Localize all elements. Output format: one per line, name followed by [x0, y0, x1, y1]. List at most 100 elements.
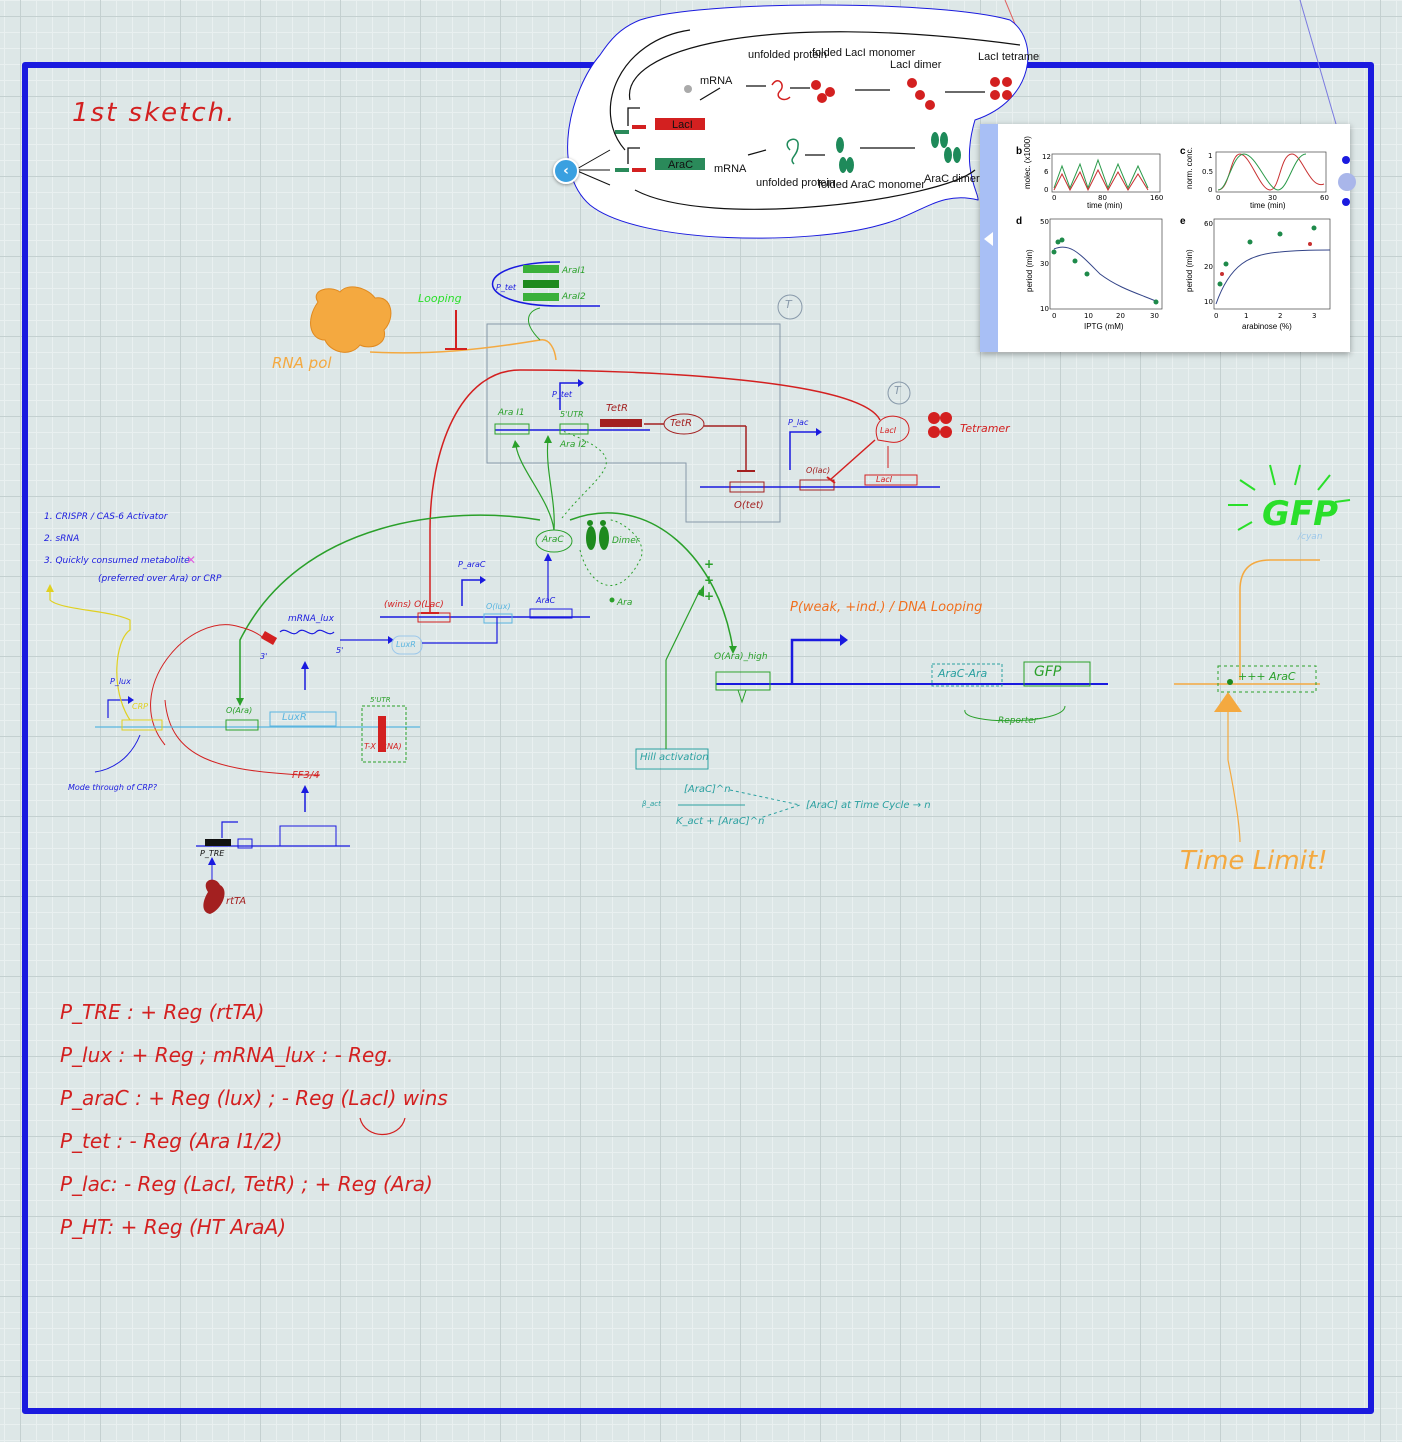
laci-protein-label: LacI [880, 426, 897, 435]
panel-c-ytick-1: 1 [1208, 152, 1212, 160]
panel-e-ytick-10: 10 [1204, 298, 1213, 306]
panel-arrow-icon[interactable] [984, 232, 993, 246]
plux-label: P_lux [110, 677, 131, 686]
arac-ara-label: AraC-Ara [938, 667, 988, 680]
panel-b-xtick-160: 160 [1150, 194, 1163, 202]
ptet-mid-label: P_tet [552, 390, 573, 399]
note-line-4: P_tet : - Reg (Ara I1/2) [60, 1129, 283, 1153]
panel-e-ytick-60: 60 [1204, 220, 1213, 228]
plus-marks: + + + [704, 557, 715, 603]
embedded-plot-panel[interactable]: b molec. (x1000) 12 6 0 0 80 160 time (m… [980, 124, 1350, 352]
parac-label: P_araC [458, 560, 486, 569]
formula-note: [AraC] at Time Cycle → n [806, 800, 931, 811]
list-item-2: 2. sRNA [44, 534, 80, 544]
panel-e-xtick-3: 3 [1312, 312, 1316, 320]
label-mrna-top: mRNA [700, 75, 733, 87]
selection-handle-top[interactable] [1342, 156, 1350, 164]
panel-e-ylabel: period (min) [1185, 249, 1194, 292]
label-laci-gene: LacI [672, 119, 693, 131]
panel-d-ylabel: period (min) [1025, 249, 1034, 292]
panel-c-xtick-60: 60 [1320, 194, 1329, 202]
arai2-top-label: AraI2 [562, 292, 586, 302]
panel-b-ytick-12: 12 [1042, 153, 1051, 161]
cyan-label: /cyan [1298, 532, 1323, 542]
list-item-3-sub: (preferred over Ara) or CRP [98, 574, 222, 584]
selection-handle-bottom[interactable] [1342, 198, 1350, 206]
note-line-5: P_lac: - Reg (LacI, TetR) ; + Reg (Ara) [60, 1172, 433, 1196]
resize-handle[interactable] [1338, 173, 1356, 191]
note-line-1: P_TRE : + Reg (rtTA) [60, 1000, 265, 1024]
label-folded-arac-monomer: folded AraC monomer [818, 179, 925, 191]
mrna-lux-label: mRNA_lux [288, 614, 334, 624]
tx-label: T-X (RNA) [364, 742, 402, 751]
panel-c-xtick-30: 30 [1268, 194, 1277, 202]
note-line-6: P_HT: + Reg (HT AraA) [60, 1215, 287, 1239]
utr5-box-label: 5'UTR [370, 696, 391, 704]
list-item-1: 1. CRISPR / CAS-6 Activator [44, 512, 168, 522]
oara-left-label: O(Ara) [226, 706, 253, 715]
ara-label: Ara [617, 598, 633, 608]
panel-e-xlabel: arabinose (%) [1242, 322, 1292, 331]
t-mark-right: T [894, 384, 901, 397]
arac-protein-label: AraC [542, 535, 564, 545]
panel-e-xtick-1: 1 [1244, 312, 1248, 320]
olac-right-label: O(lac) [806, 466, 831, 475]
rna-pol-label: RNA pol [272, 354, 332, 372]
label-unfolded-protein-bottom: unfolded protein [756, 177, 835, 189]
label-laci-tetramer: LacI tetramer [978, 51, 1040, 63]
arai1-top-label: AraI1 [562, 266, 586, 276]
tetr-protein-label: TetR [670, 418, 692, 429]
arac-gene-label: AraC [536, 596, 556, 605]
panel-b-xlabel: time (min) [1087, 201, 1123, 210]
panel-d-xtick-0: 0 [1052, 312, 1056, 320]
laci-gene-label: LacI [876, 475, 893, 484]
wins-olac-label: (wins) O(Lac) [384, 600, 444, 610]
ff-label: FF3/4 [292, 770, 320, 781]
chevron-left-icon: ‹ [563, 163, 569, 179]
crp-label: CRP [132, 702, 148, 711]
rtta-label: rtTA [226, 896, 247, 907]
gfp-gene-label: GFP [1034, 664, 1062, 680]
panel-d-xtick-10: 10 [1084, 312, 1093, 320]
panel-c-xlabel: time (min) [1250, 201, 1286, 210]
panel-d-xtick-20: 20 [1116, 312, 1125, 320]
label-mrna-bottom: mRNA [714, 163, 747, 175]
speech-bubble-diagram[interactable]: mRNA unfolded protein folded LacI monome… [560, 0, 1040, 245]
reporter-label: Reporter [998, 716, 1038, 726]
gfp-big-label: GFP [1262, 494, 1339, 534]
otet-label: O(tet) [734, 500, 764, 511]
panel-c-ylabel: norm. conc. [1185, 147, 1194, 189]
collapse-button[interactable]: ‹ [553, 158, 579, 184]
panel-e-xtick-0: 0 [1214, 312, 1218, 320]
arai1-mid-label: Ara I1 [498, 408, 525, 418]
panel-c-xtick-0: 0 [1216, 194, 1220, 202]
panel-d-ytick-30: 30 [1040, 260, 1049, 268]
panel-e-ytick-20: 20 [1204, 263, 1213, 271]
panel-b-ytick-0: 0 [1044, 186, 1048, 194]
label-arac-dimer: AraC dimer [924, 173, 980, 185]
label-unfolded-protein-top: unfolded protein [748, 49, 827, 61]
panel-c-label: c [1180, 146, 1186, 157]
plac-label: P_lac [788, 418, 809, 427]
formula-prefix: β_act [642, 800, 661, 808]
plot-figure: b molec. (x1000) 12 6 0 0 80 160 time (m… [1016, 136, 1331, 331]
label-laci-dimer: LacI dimer [890, 59, 942, 71]
formula-denominator: K_act + [AraC]^n [676, 816, 765, 827]
olux-label: O(lux) [486, 602, 511, 611]
panel-b-xtick-0: 0 [1052, 194, 1056, 202]
panel-d-xtick-30: 30 [1150, 312, 1159, 320]
t-mark-top: T [785, 298, 792, 311]
three-prime-label: 3' [260, 652, 268, 661]
panel-b-ytick-6: 6 [1044, 168, 1049, 176]
luxr-bubble-label: LuxR [396, 640, 416, 649]
tetramer-label: Tetramer [960, 422, 1010, 435]
panel-c-ytick-05: 0.5 [1202, 168, 1213, 176]
p-weak-label: P(weak, +ind.) / DNA Looping [790, 600, 983, 615]
ptre-label: P_TRE [200, 849, 225, 858]
ptet-small-label: P_tet [496, 283, 517, 292]
sketch-title: 1st sketch. [72, 98, 237, 128]
panel-d-ytick-50: 50 [1040, 218, 1049, 226]
arai2-mid-label: Ara I2 [560, 440, 587, 450]
hill-activation-label: Hill activation [640, 752, 709, 763]
